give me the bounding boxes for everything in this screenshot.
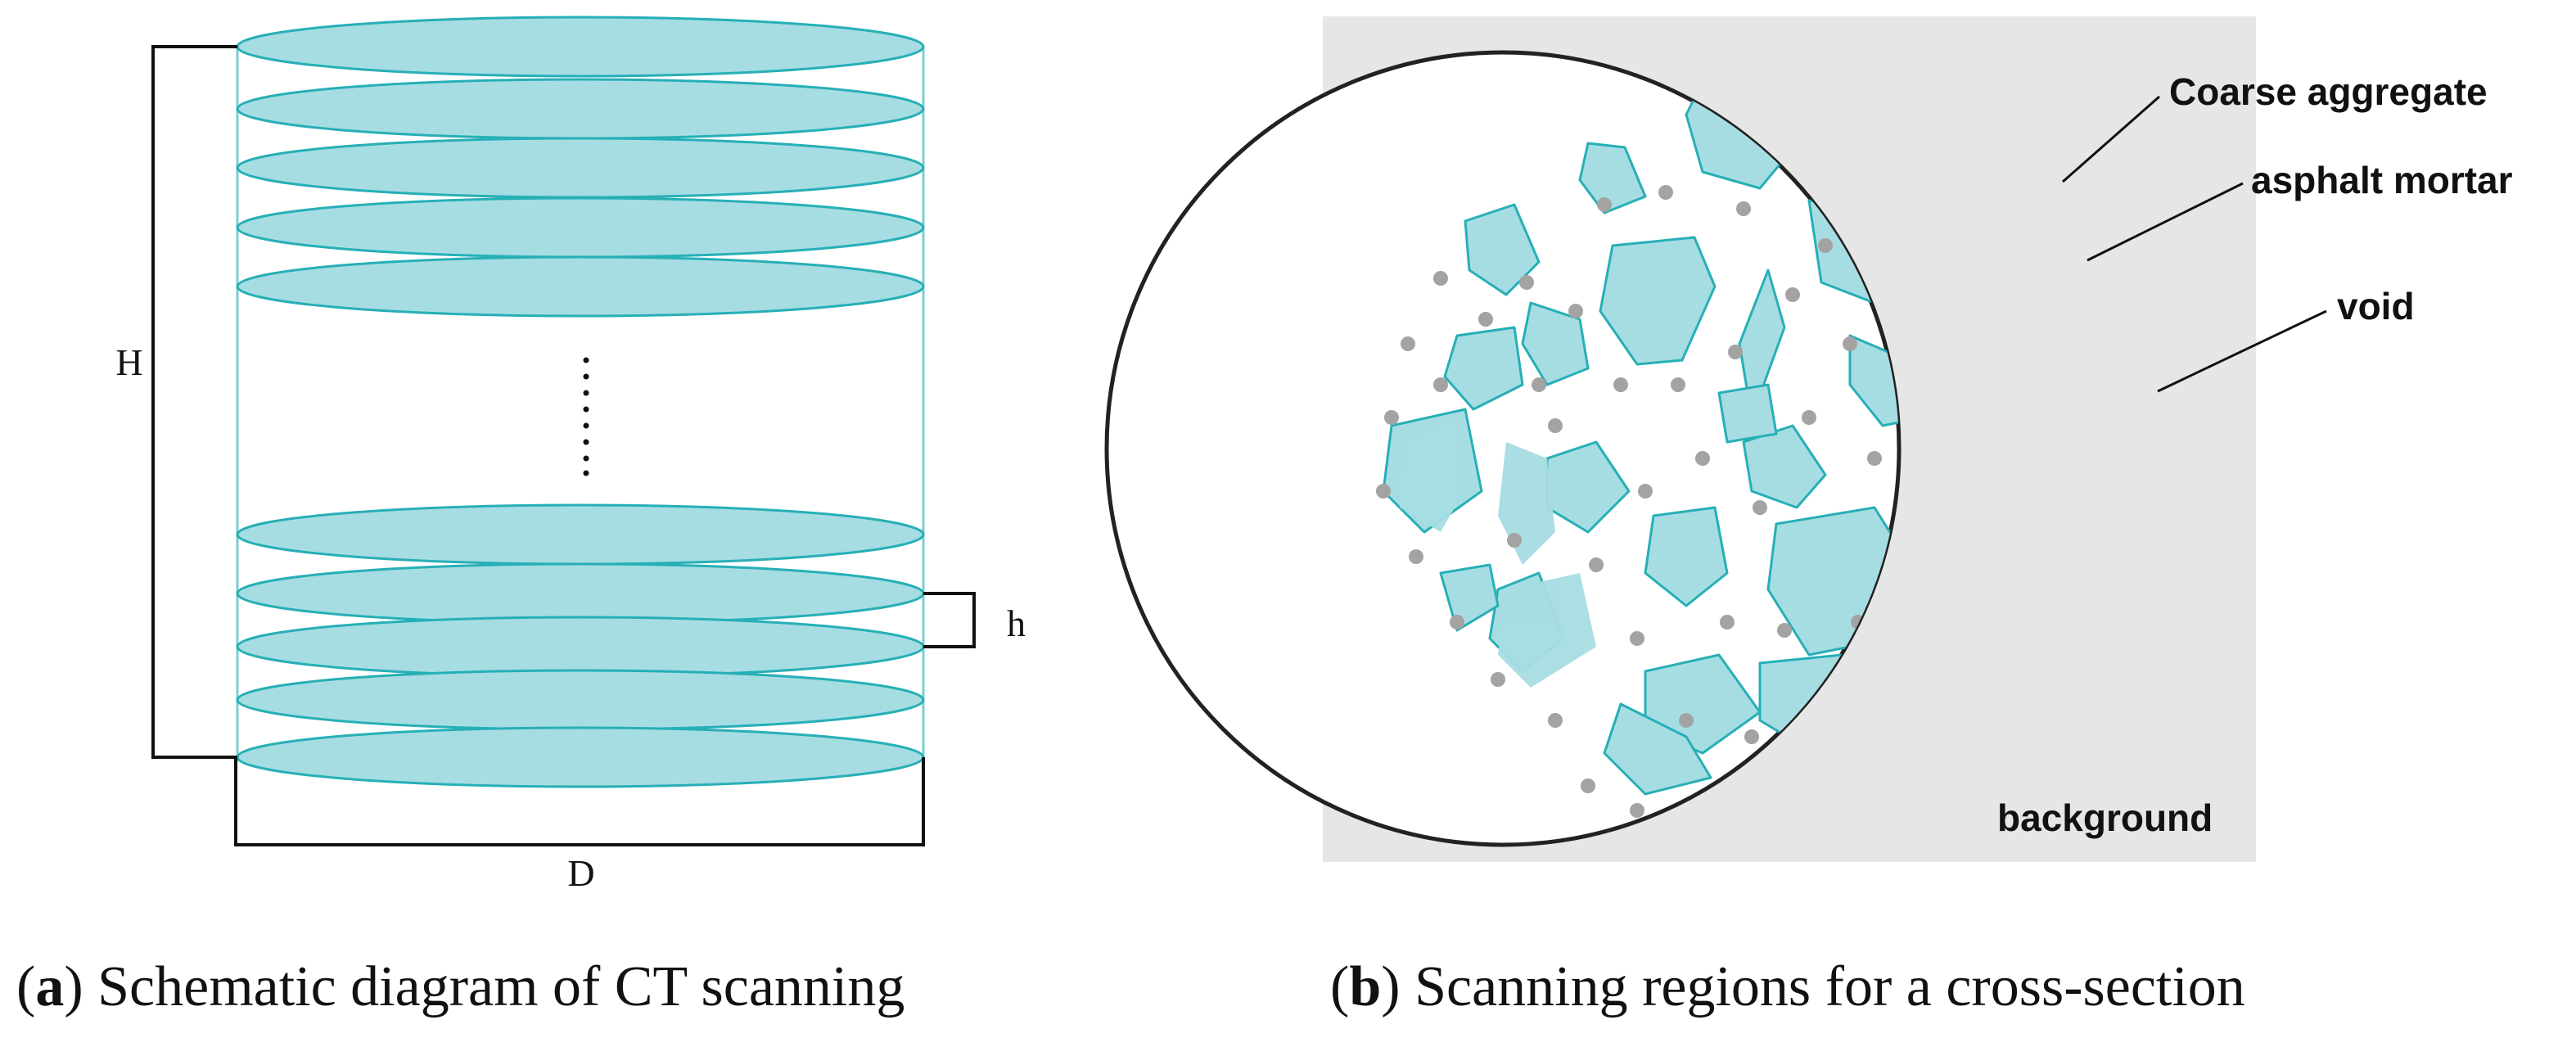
panel-b-caption-letter: b: [1349, 955, 1381, 1018]
coarse-aggregate: [1578, 142, 1647, 214]
asphalt-mortar-label: asphalt mortar: [2251, 159, 2513, 201]
panel-a-caption-letter: a: [35, 955, 64, 1018]
void-label: void: [2337, 285, 2415, 327]
scan-slice: [236, 616, 925, 678]
scan-slice: [236, 255, 925, 318]
coarse-aggregate: [1644, 506, 1729, 607]
void-leader: [2157, 309, 2327, 393]
panel-a-ct-scanning-schematic: H D h (a) Schematic diagram of CT scanni…: [16, 16, 1026, 1018]
continuation-dots: [583, 357, 589, 476]
background-label: background: [1997, 797, 2213, 839]
panel-b-caption-text: Scanning regions for a cross-section: [1401, 955, 2245, 1018]
scan-slices: [236, 16, 925, 788]
slice-thickness-label: h: [1007, 602, 1026, 644]
scan-slice: [236, 726, 925, 788]
mortar-aggregates: [1400, 417, 1596, 688]
coarse-aggregate-leader: [2062, 95, 2160, 183]
diameter-label: D: [567, 852, 594, 894]
panel-b-caption: (b) Scanning regions for a cross-section: [1330, 955, 2245, 1018]
scan-slice: [236, 196, 925, 259]
coarse-aggregate: [1717, 383, 1778, 444]
coarse-aggregate: [1443, 326, 1524, 411]
coarse-aggregate: [1742, 424, 1827, 509]
coarse-aggregate: [1599, 236, 1717, 366]
height-label: H: [115, 341, 142, 383]
scan-slice: [236, 137, 925, 199]
asphalt-mortar-leader: [2087, 182, 2244, 262]
height-bracket: [151, 45, 237, 759]
diameter-bracket: [234, 757, 925, 846]
coarse-aggregate-label: Coarse aggregate: [2169, 70, 2488, 113]
scan-slice: [236, 669, 925, 731]
scan-slice: [236, 16, 925, 78]
panel-a-caption-text: Schematic diagram of CT scanning: [83, 955, 905, 1018]
scan-slice: [236, 503, 925, 566]
coarse-aggregate: [1603, 702, 1712, 796]
coarse-aggregate: [1439, 563, 1500, 632]
slice-thickness-bracket: [923, 592, 976, 648]
scan-slice: [236, 78, 925, 140]
panel-a-caption: (a) Schematic diagram of CT scanning: [16, 955, 905, 1018]
scan-slice: [236, 562, 925, 625]
panel-b-cross-section: Coarse aggregate asphalt mortar void bac…: [1104, 16, 2513, 1018]
